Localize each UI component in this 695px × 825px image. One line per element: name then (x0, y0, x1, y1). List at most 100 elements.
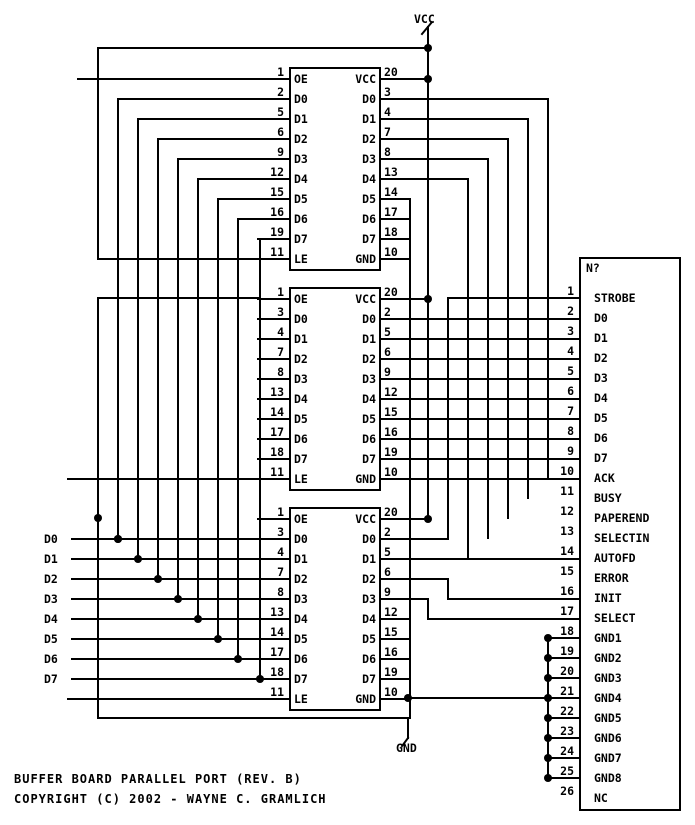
pin-label: D5 (362, 192, 376, 206)
chip1-out (409, 98, 549, 479)
components (289, 67, 681, 811)
junction-dot (544, 734, 552, 742)
chip1-d7-bus (257, 238, 261, 680)
connector-pin-number: 4 (567, 344, 574, 358)
junction-dot (194, 615, 202, 623)
pin-label: D0 (362, 532, 376, 546)
pin-number: 7 (277, 565, 284, 579)
input-label: D5 (44, 632, 58, 646)
pin-number: 2 (384, 525, 391, 539)
connector-pin-number: 18 (560, 624, 574, 638)
pin-number: 12 (384, 385, 398, 399)
pin-label: OE (294, 512, 308, 526)
pin-number: 19 (384, 445, 398, 459)
chip1-out (409, 158, 489, 539)
le1-tie (97, 47, 259, 260)
junction-dot (544, 634, 552, 642)
pin-number: 16 (384, 425, 398, 439)
pin-label: D6 (362, 652, 376, 666)
junction-dot (94, 514, 102, 522)
connector-pin-number: 24 (560, 744, 574, 758)
pin-label: D3 (294, 372, 308, 386)
connector-pin-label: ERROR (594, 571, 629, 585)
select-line (409, 598, 581, 620)
connector-pin-label: D4 (594, 391, 608, 405)
pin-number: 15 (384, 625, 398, 639)
pin-number: 19 (270, 225, 284, 239)
pin-number: 12 (384, 605, 398, 619)
pin-number: 18 (270, 665, 284, 679)
pin-number: 10 (384, 245, 398, 259)
junction-dot (134, 555, 142, 563)
pin-label: D2 (362, 352, 376, 366)
pin-number: 8 (384, 145, 391, 159)
vcc-flag (420, 20, 434, 36)
pin-label: D5 (362, 412, 376, 426)
pin-label: D1 (294, 552, 308, 566)
junction-dot (544, 714, 552, 722)
pin-label: D7 (294, 232, 308, 246)
buffer-chip-2 (289, 287, 381, 491)
pin-label: D0 (294, 312, 308, 326)
db25-connector (579, 257, 681, 811)
buffer-chip-3 (289, 507, 381, 711)
connector-pin-label: GND6 (594, 731, 622, 745)
pin-number: 18 (384, 225, 398, 239)
connector-pin-number: 8 (567, 424, 574, 438)
pin-label: D3 (294, 592, 308, 606)
pin-number: 3 (277, 305, 284, 319)
connector-pin-label: SELECT (594, 611, 636, 625)
pin-number: 20 (384, 505, 398, 519)
connector-pin-label: PAPEREND (594, 511, 649, 525)
connector-pin-label: D5 (594, 411, 608, 425)
pin-label: D4 (362, 172, 376, 186)
pin-label: OE (294, 72, 308, 86)
pin-number: 11 (270, 465, 284, 479)
pin-number: 13 (270, 605, 284, 619)
pin-number: 13 (270, 385, 284, 399)
gnd-return (97, 297, 411, 719)
pin-number: 18 (270, 445, 284, 459)
junction-dot (424, 295, 432, 303)
connector-pin-number: 3 (567, 324, 574, 338)
connector-pin-number: 25 (560, 764, 574, 778)
pin-label: D7 (362, 672, 376, 686)
pin-number: 10 (384, 465, 398, 479)
pin-number: 19 (384, 665, 398, 679)
connector-pin-label: D2 (594, 351, 608, 365)
connector-pin-label: ACK (594, 471, 615, 485)
connector-pin-label: INIT (594, 591, 622, 605)
pin-label: GND (355, 252, 376, 266)
pin-number: 9 (384, 585, 391, 599)
connector-pin-label: GND5 (594, 711, 622, 725)
junction-dot (114, 535, 122, 543)
pin-number: 7 (384, 125, 391, 139)
connector-pin-label: D0 (594, 311, 608, 325)
pin-number: 13 (384, 165, 398, 179)
connector-ref: N? (586, 261, 600, 275)
connector-pin-label: GND1 (594, 631, 622, 645)
junction-dot (256, 675, 264, 683)
pin-number: 14 (270, 625, 284, 639)
input-label: D1 (44, 552, 58, 566)
pin-label: D7 (362, 232, 376, 246)
pin-label: D7 (294, 672, 308, 686)
junction-dots (94, 44, 552, 782)
connector-pin-number: 6 (567, 384, 574, 398)
pin-number: 17 (270, 425, 284, 439)
pin-label: D1 (294, 332, 308, 346)
connector-pin-number: 20 (560, 664, 574, 678)
input-label: D7 (44, 672, 58, 686)
input-label: D2 (44, 572, 58, 586)
pin-label: LE (294, 252, 308, 266)
pin-number: 4 (384, 105, 391, 119)
pin-number: 14 (270, 405, 284, 419)
pin-label: D1 (294, 112, 308, 126)
pin-label: D4 (294, 392, 308, 406)
pin-label: D0 (294, 532, 308, 546)
connector-pin-label: D3 (594, 371, 608, 385)
pin-label: D5 (294, 192, 308, 206)
pin-label: D1 (362, 552, 376, 566)
pin-label: VCC (355, 512, 376, 526)
